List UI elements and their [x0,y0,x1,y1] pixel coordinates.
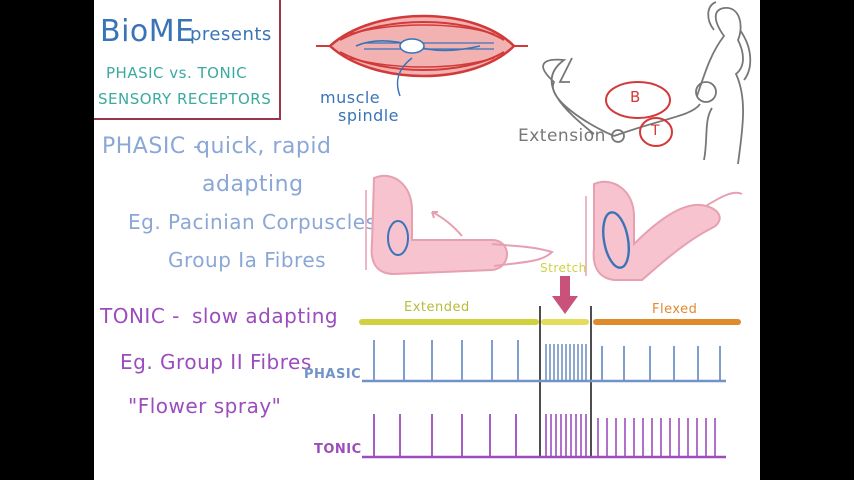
biceps-label: B [630,88,641,106]
stretch-arrow [552,276,578,314]
whiteboard-canvas: BioME presents PHASIC vs. TONIC SENSORY … [94,0,760,480]
flexed-arm-drawing [585,180,743,281]
stretch-label: Stretch [540,261,587,275]
biceps-circle [605,81,671,119]
extended-label: Extended [404,300,470,315]
brand-title: BioME [100,14,195,49]
title-line-2: SENSORY RECEPTORS [98,90,272,108]
phasic-line-3: Eg. Pacinian Corpuscles [128,210,377,234]
tonic-trace-label: TONIC [314,442,362,457]
phasic-line-4: Group Ia Fibres [168,248,327,272]
triceps-circle [639,117,673,147]
arm-sketch [542,1,752,165]
muscle-label: muscle [320,88,381,107]
spindle-label: spindle [338,106,400,125]
title-box [94,0,281,120]
phasic-heading: PHASIC - [102,134,202,159]
phasic-line-2: adapting [202,172,304,197]
flexed-label: Flexed [652,302,698,317]
title-line-1: PHASIC vs. TONIC [106,64,248,82]
tonic-line-2: Eg. Group II Fibres [120,350,312,374]
tonic-heading: TONIC - [100,304,180,328]
tonic-trace [362,414,726,459]
tonic-line-3: "Flower spray" [128,394,282,418]
extension-label: Extension [518,126,606,146]
muscle-drawing [316,14,528,97]
extended-arm-drawing [365,174,554,276]
phasic-trace [362,340,726,383]
phasic-line-1: quick, rapid [196,134,332,159]
tonic-line-1: slow adapting [192,304,339,328]
drawing-layer [316,1,752,459]
triceps-label: T [651,123,661,139]
phasic-trace-label: PHASIC [304,367,362,382]
presents-text: presents [190,24,272,45]
